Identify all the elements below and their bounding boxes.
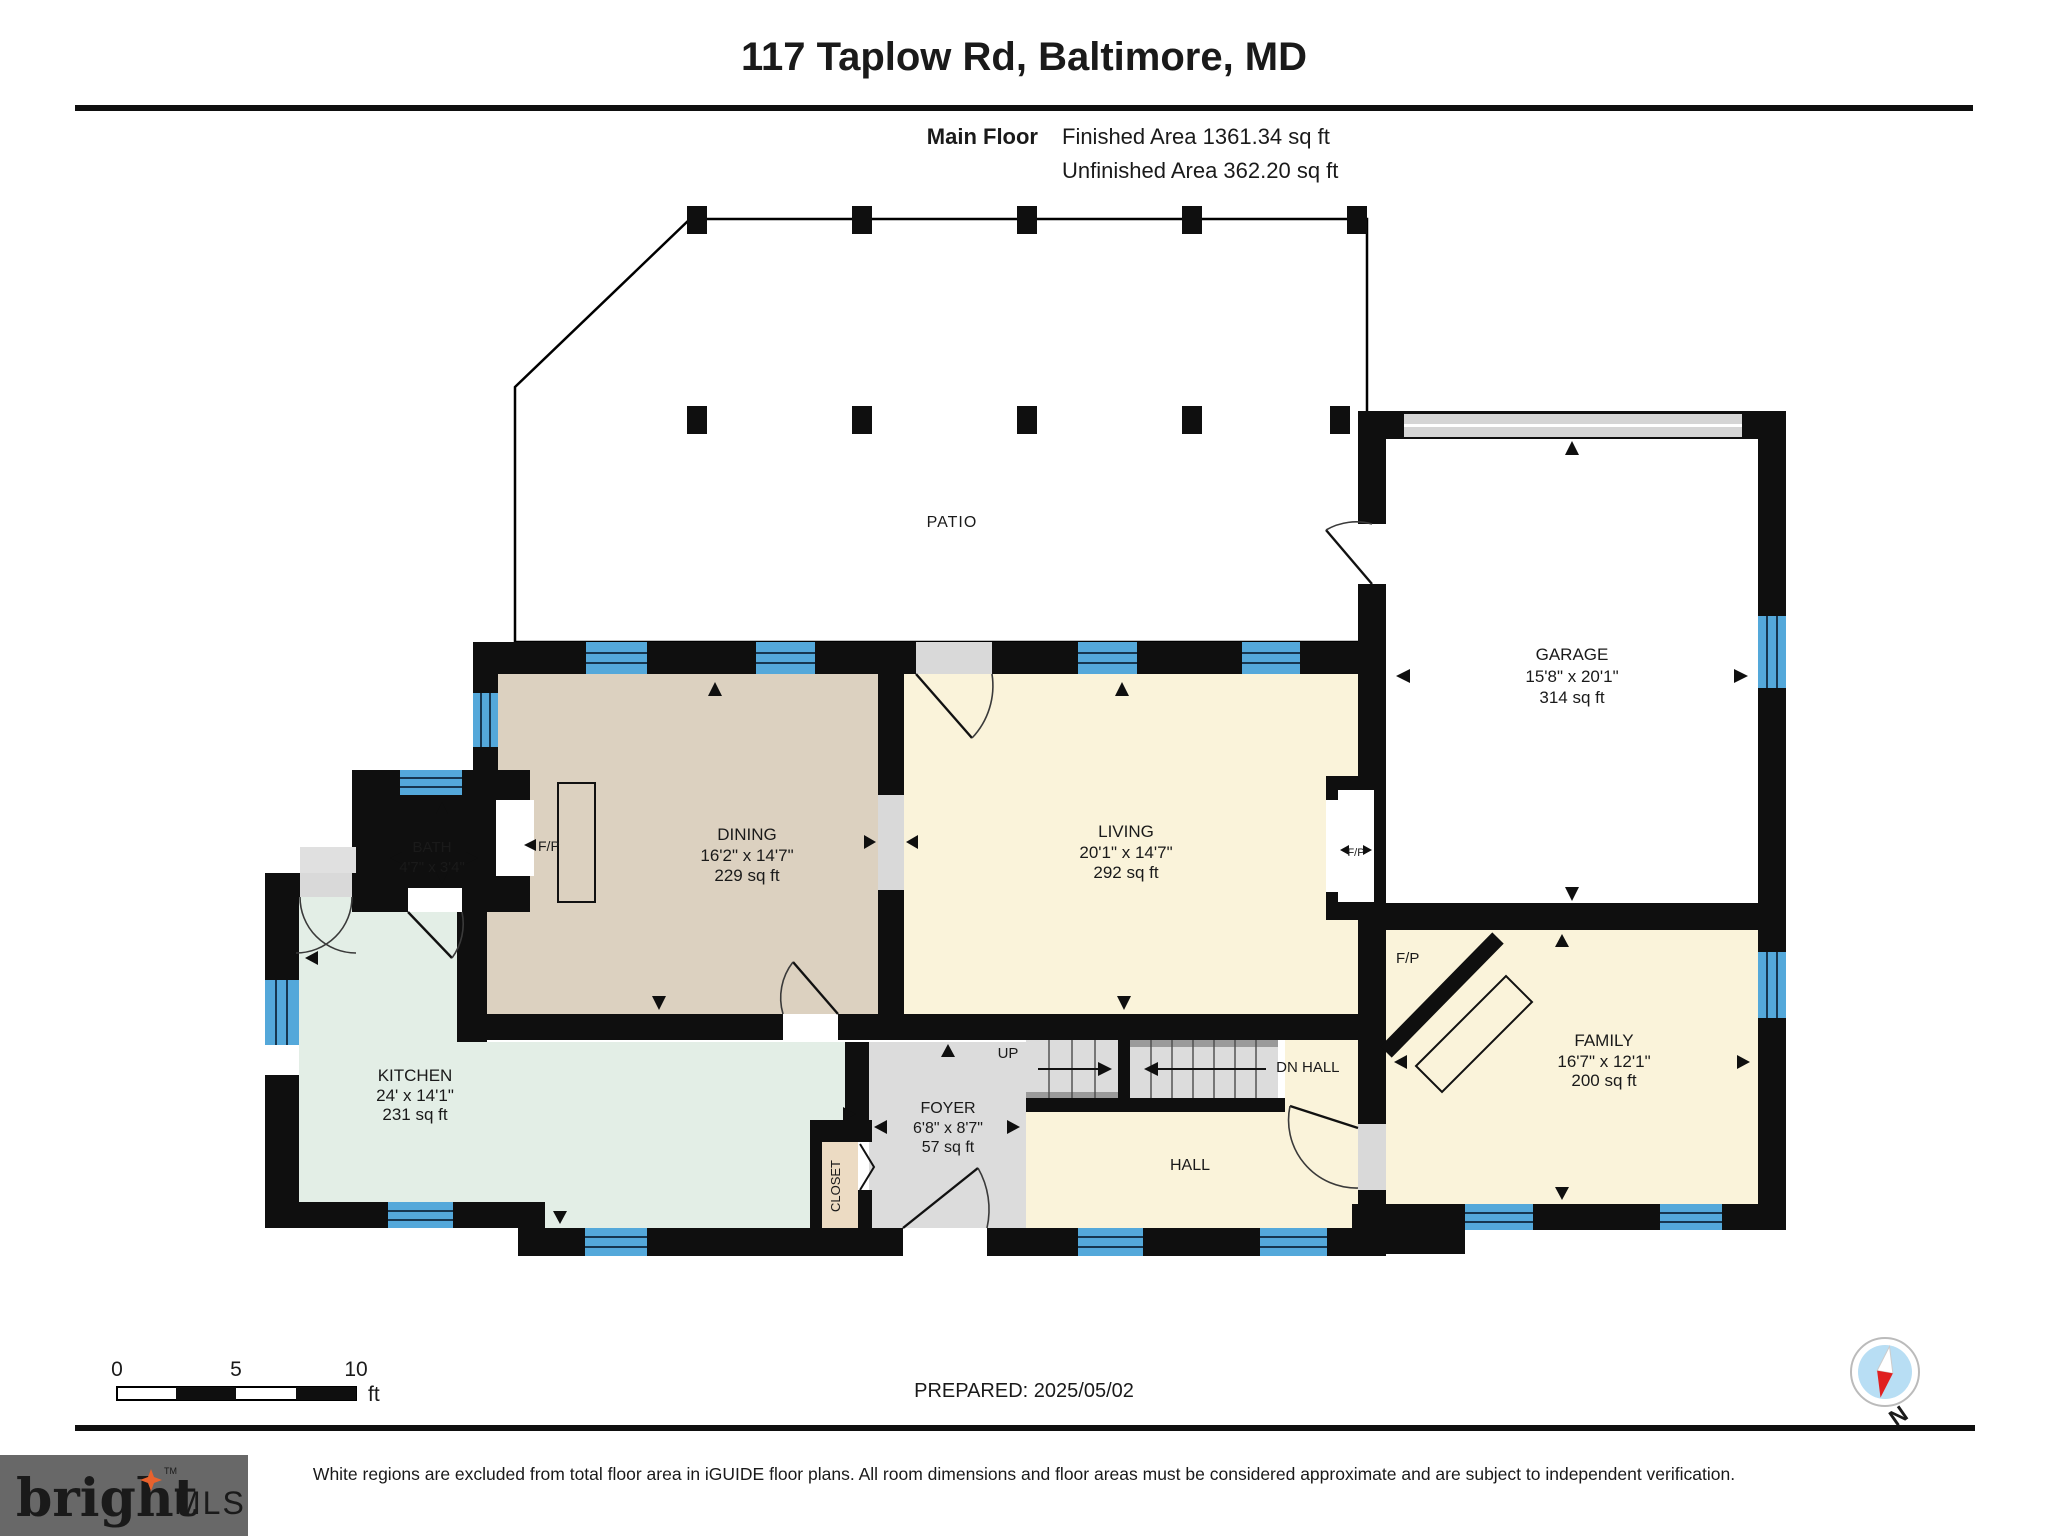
garage-area: 314 sq ft — [1539, 688, 1604, 707]
unfinished-area: Unfinished Area 362.20 sq ft — [1062, 158, 1338, 183]
door-openings — [300, 524, 1386, 1256]
dining-hearth — [557, 782, 596, 903]
foyer-floor — [869, 1042, 1026, 1228]
dining-label: DINING — [717, 825, 777, 844]
hall-floor — [1026, 1040, 1358, 1228]
disclaimer: White regions are excluded from total fl… — [313, 1464, 1735, 1484]
garage-room — [1358, 411, 1786, 1256]
floor-label: Main Floor — [927, 124, 1039, 149]
scale-bar: 0 5 10 ft — [111, 1358, 380, 1406]
garage-label: GARAGE — [1536, 645, 1609, 664]
scale-0: 0 — [111, 1358, 123, 1381]
window — [400, 770, 462, 795]
logo-mls: MLS — [174, 1485, 246, 1521]
patio-area: PATIO — [513, 206, 1369, 644]
fireplace-label: F/P — [538, 838, 560, 854]
foyer-label: FOYER — [920, 1100, 975, 1117]
window — [1758, 952, 1786, 1018]
scale-10: 10 — [344, 1358, 367, 1381]
windows — [265, 616, 1786, 1256]
finished-area: Finished Area 1361.34 sq ft — [1062, 124, 1330, 149]
header: 117 Taplow Rd, Baltimore, MD Main Floor … — [75, 35, 1973, 183]
window — [1660, 1204, 1722, 1230]
living-area: 292 sq ft — [1093, 863, 1158, 882]
window — [756, 642, 815, 674]
patio-posts — [687, 206, 1367, 434]
window — [1078, 642, 1137, 674]
window — [1465, 1204, 1533, 1230]
living-floor — [904, 674, 1358, 1014]
dining-floor — [473, 674, 878, 1014]
foyer-dims: 6'8" x 8'7" — [913, 1120, 983, 1137]
window — [388, 1202, 453, 1228]
scale-5: 5 — [230, 1358, 242, 1381]
closet-label: CLOSET — [828, 1160, 843, 1212]
kitchen-dims: 24' x 14'1" — [376, 1086, 454, 1105]
up-label: UP — [998, 1045, 1019, 1062]
kitchen-label: KITCHEN — [378, 1066, 453, 1085]
window — [585, 1228, 647, 1256]
dining-area: 229 sq ft — [714, 866, 779, 885]
logo-star-icon — [140, 1469, 162, 1491]
prepared-date: PREPARED: 2025/05/02 — [914, 1380, 1134, 1402]
page-title: 117 Taplow Rd, Baltimore, MD — [741, 35, 1307, 79]
family-area: 200 sq ft — [1571, 1071, 1636, 1090]
header-rule — [75, 105, 1973, 111]
living-fireplace: F/P — [1326, 776, 1386, 920]
living-label: LIVING — [1098, 822, 1154, 841]
bath-dims: 4'7" x 3'4" — [399, 859, 465, 876]
family-fireplace: F/P — [1380, 932, 1534, 1094]
family-dims: 16'7" x 12'1" — [1557, 1052, 1650, 1071]
garage-interior — [1386, 439, 1758, 903]
living-dims: 20'1" x 14'7" — [1079, 843, 1172, 862]
dimension-arrows — [305, 441, 1750, 1224]
logo-brand: bright — [16, 1468, 198, 1529]
footer-rule — [75, 1425, 1975, 1431]
bath-label: BATH — [413, 839, 452, 856]
dn-hall-label: HALL — [1302, 1059, 1340, 1076]
scale-unit: ft — [368, 1383, 380, 1406]
fireplace-label: F/P — [1396, 950, 1419, 967]
hall-label: HALL — [1170, 1157, 1210, 1174]
window — [1078, 1228, 1143, 1256]
dining-fireplace-label: F/P — [524, 838, 560, 854]
family-label: FAMILY — [1574, 1031, 1633, 1050]
patio-label: PATIO — [927, 514, 978, 531]
room-labels: GARAGE 15'8" x 20'1" 314 sq ft DINING 16… — [376, 645, 1650, 1212]
patio-outline — [513, 217, 1369, 644]
window — [473, 693, 498, 747]
foyer-area: 57 sq ft — [922, 1139, 975, 1156]
garage-dims: 15'8" x 20'1" — [1525, 667, 1618, 686]
window — [586, 642, 647, 674]
kitchen-floor — [299, 897, 869, 1228]
window — [1260, 1228, 1327, 1256]
closet-floor — [822, 1142, 858, 1228]
dining-dims: 16'2" x 14'7" — [700, 846, 793, 865]
compass: N — [1850, 1337, 1920, 1431]
logo-tm: TM — [164, 1466, 177, 1476]
garage-door — [1404, 414, 1742, 437]
window — [1758, 616, 1786, 688]
dn-label: DN — [1276, 1059, 1298, 1076]
brand-logo: bright TM MLS — [0, 1455, 248, 1536]
room-floors — [299, 674, 1758, 1228]
kitchen-area: 231 sq ft — [382, 1105, 447, 1124]
stairs — [1026, 1040, 1278, 1098]
door-swings — [295, 521, 1373, 1229]
fireplace-label: F/P — [1347, 847, 1364, 859]
window — [265, 980, 299, 1045]
window — [1242, 642, 1300, 674]
